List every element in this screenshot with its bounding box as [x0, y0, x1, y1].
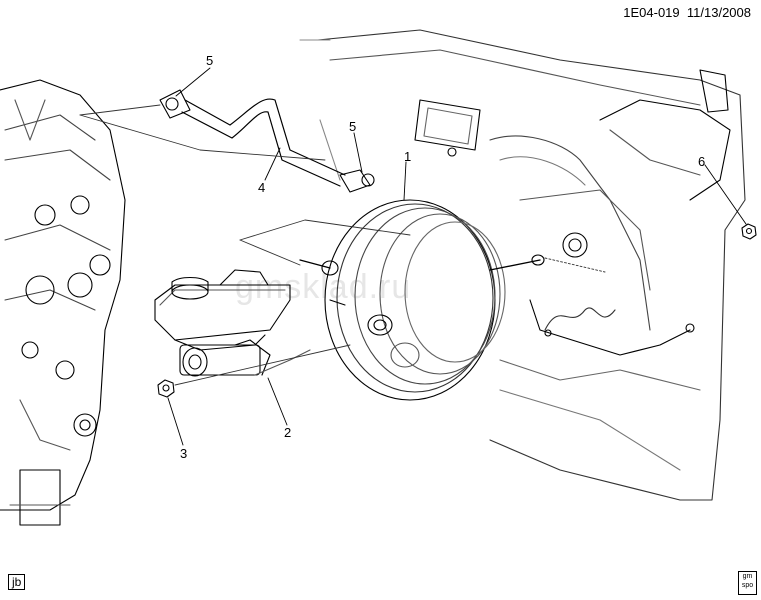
watermark: gmsklad.ru	[235, 268, 412, 306]
mounting-nut	[157, 379, 175, 398]
callout-2: 2	[284, 425, 292, 440]
illustrator-tag: jb	[8, 574, 26, 590]
leader-lines	[79, 67, 747, 446]
master-cylinder	[154, 269, 311, 377]
vacuum-hose	[159, 89, 375, 193]
callout-4: 4	[258, 180, 266, 195]
callout-6: 6	[698, 154, 706, 169]
gm-spo-logo: gm spo	[738, 571, 757, 595]
callout-1: 1	[404, 149, 412, 164]
callout-5b: 5	[349, 119, 357, 134]
firewall-panel	[299, 29, 746, 501]
engine-block	[0, 79, 126, 526]
brake-booster	[299, 199, 545, 401]
diagram-date: 11/13/2008	[686, 5, 751, 20]
diagram-header: 1E04-019 11/13/2008	[623, 5, 751, 20]
diagram-code: 1E04-019	[623, 5, 680, 20]
booster-nut	[741, 223, 757, 240]
callout-3: 3	[180, 446, 188, 461]
callout-5a: 5	[206, 53, 214, 68]
